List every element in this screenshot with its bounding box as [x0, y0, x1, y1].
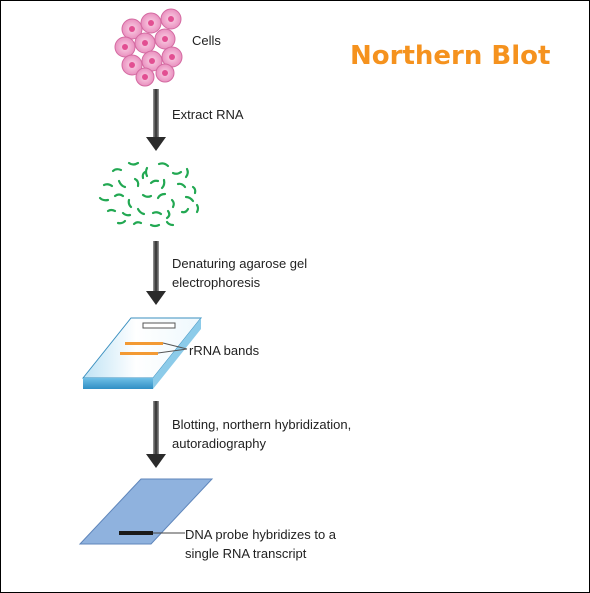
denaturing-label-line1: Denaturing agarose gel [172, 256, 308, 271]
gel-well [142, 322, 176, 329]
rrna-bands-label: rRNA bands [189, 343, 260, 358]
blotting-label-line1: Blotting, northern hybridization, [172, 417, 352, 432]
diagram-title: Northern Blot [350, 41, 551, 71]
probe-label-line1: DNA probe hybridizes to a [185, 527, 337, 542]
cells-cluster [114, 8, 183, 87]
cell-nucleus [122, 16, 175, 80]
arrow-denature [146, 241, 166, 305]
rrna-band [125, 342, 163, 345]
cells-label: Cells [192, 33, 221, 48]
arrow-extract [146, 89, 166, 151]
hybridized-band [119, 531, 153, 535]
rrna-band [120, 352, 158, 355]
rna-fragments [98, 161, 200, 228]
probe-label-line2: single RNA transcript [185, 546, 307, 561]
blotting-label-line2: autoradiography [172, 436, 266, 451]
denaturing-label-line2: electrophoresis [172, 275, 261, 290]
extract-rna-label: Extract RNA [172, 107, 244, 122]
blot-membrane [78, 478, 214, 545]
agarose-gel [81, 317, 203, 389]
arrow-blot [146, 401, 166, 468]
